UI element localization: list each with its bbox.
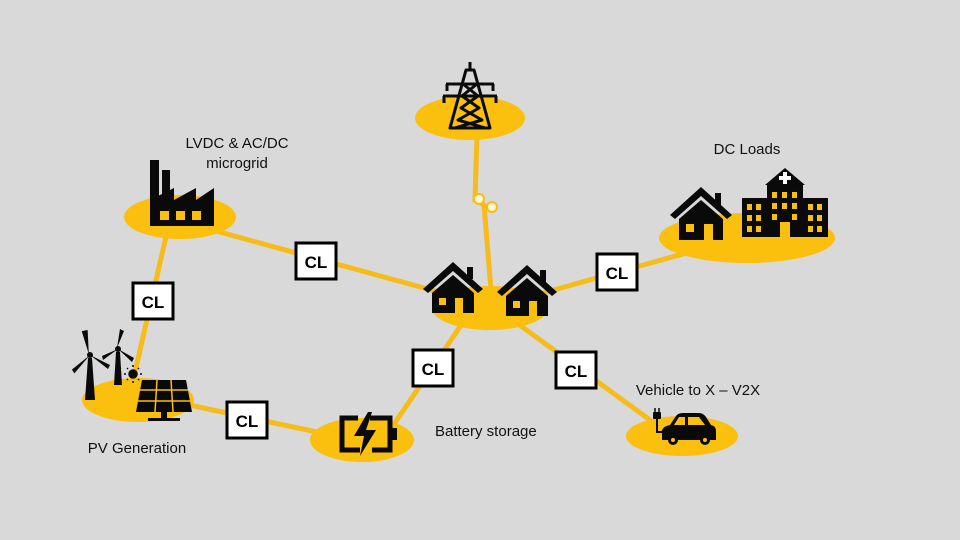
microgrid-label-line1: LVDC & AC/DC — [185, 135, 288, 152]
electric-car-icon — [653, 408, 716, 445]
cl-label: CL — [565, 362, 588, 381]
wind-turbine-and-solar-panel-icon — [71, 329, 192, 421]
house-icon — [670, 187, 732, 240]
cl-box-hub-vehicle: CL — [554, 350, 598, 390]
sun-icon — [124, 365, 142, 383]
cl-label: CL — [142, 293, 165, 312]
transmission-tower-icon — [442, 62, 498, 130]
cl-box-battery-hub: CL — [411, 348, 455, 388]
houses-icon — [423, 262, 557, 316]
pv-generation-label: PV Generation — [88, 440, 186, 457]
battery-charging-icon — [339, 412, 397, 456]
solar-panel-icon — [136, 379, 192, 421]
hospital-icon — [742, 168, 828, 237]
switch-dot-upper — [473, 193, 485, 205]
dc-loads-label: DC Loads — [714, 141, 781, 158]
cl-label: CL — [606, 264, 629, 283]
link-grid-hub — [472, 132, 495, 305]
vehicle-label: Vehicle to X – V2X — [636, 382, 760, 399]
switch-dot-lower — [486, 201, 498, 213]
cl-box-hub-dcloads: CL — [595, 252, 639, 292]
wind-turbine-large — [71, 330, 110, 400]
cl-label: CL — [422, 360, 445, 379]
house-left — [423, 262, 483, 313]
wind-turbine-small — [102, 329, 134, 385]
cl-label: CL — [305, 253, 328, 272]
factory-icon — [150, 160, 214, 226]
cl-box-microgrid-hub: CL — [294, 241, 338, 281]
house-right — [497, 265, 557, 316]
house-and-hospital-icon — [670, 168, 828, 240]
cl-box-microgrid-pv: CL — [131, 281, 175, 321]
microgrid-label-line2: microgrid — [206, 155, 268, 172]
cl-box-pv-battery: CL — [225, 400, 269, 440]
node-grid — [415, 96, 525, 140]
battery-storage-label: Battery storage — [435, 423, 537, 440]
cl-label: CL — [236, 412, 259, 431]
